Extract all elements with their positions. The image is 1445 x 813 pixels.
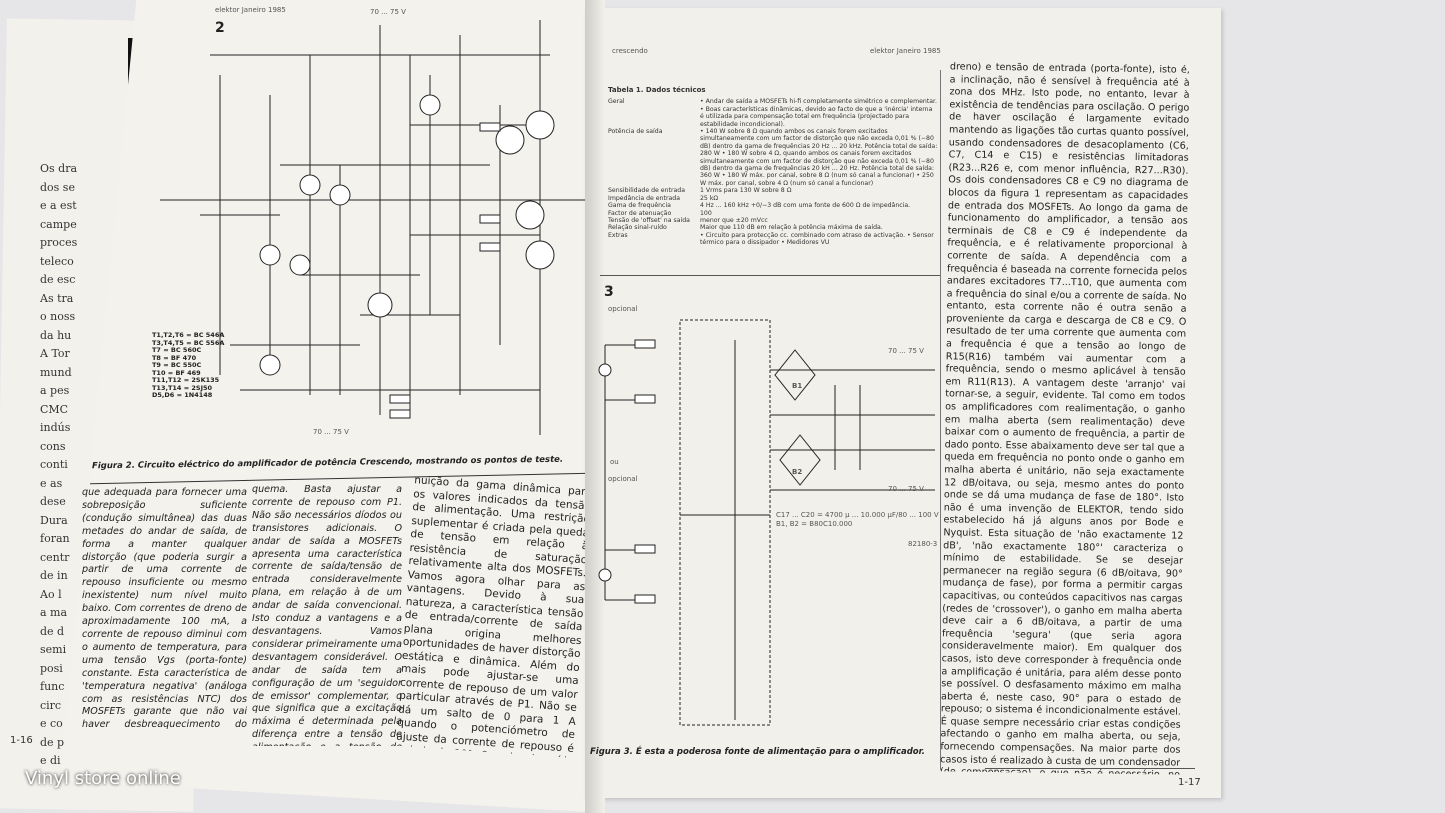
supply-bottom-label: 70 ... 75 V (313, 428, 349, 436)
row-value: • Circuito para protecção cc. combinado … (700, 231, 934, 247)
row-value: 25 kΩ (700, 194, 719, 202)
legend-line: T1,T2,T6 = BC 546A (152, 331, 225, 339)
or-label: ou (610, 458, 619, 466)
figure-3-number: 3 (604, 284, 614, 300)
text-column-3: nuição da gama dinâmica para os valores … (395, 474, 593, 758)
power-supply-schematic (598, 319, 935, 726)
row-label: Geral (608, 98, 625, 106)
right-text-column: dreno) e tensão de entrada (porta-fonte)… (940, 61, 1190, 775)
row-label: Sensibilidade de entrada (608, 187, 686, 195)
table-title: Tabela 1. Dados técnicos (608, 86, 706, 94)
row-value: 1 Vrms para 130 W sobre 8 Ω (700, 187, 792, 195)
table-row: Tensão de 'offset' na saída menor que ±20… (608, 217, 938, 224)
legend-line: T10 = BF 469 (152, 368, 201, 377)
row-label: Impedância de entrada (608, 194, 681, 202)
legend-line: T13,T14 = 2SJ50 (152, 383, 213, 392)
right-header-left: crescendo (612, 47, 648, 55)
table-row: Geral • Andar de saída a MOSFETs hi-fi co… (608, 98, 938, 128)
left-header: elektor Janeiro 1985 (215, 6, 286, 14)
legend-line: T8 = BF 470 (152, 353, 197, 362)
supply-bottom-label: 70 ... 75 V (888, 485, 924, 493)
row-label: Relação sinal-ruído (608, 224, 667, 232)
row-value: 100 (700, 209, 712, 217)
b1-label: B1 (792, 382, 803, 390)
row-value: • 140 W sobre 8 Ω quando ambos os canais… (700, 128, 938, 187)
figure-3-caption: Figura 3. É esta a poderosa fonte de ali… (590, 747, 925, 757)
right-header-right: elektor Janeiro 1985 (870, 47, 941, 55)
capacitor-note: C17 ... C20 = 4700 µ ... 10.000 µF/80 ..… (776, 511, 939, 519)
table-row: Extras • Circuito para protecção cc. comb… (608, 232, 938, 247)
right-page-number: 1-17 (1178, 777, 1201, 788)
text-column-2: quema. Basta ajustar a corrente de repou… (252, 484, 402, 746)
table-row: Factor de atenuação 100 (608, 210, 938, 217)
divider (600, 275, 940, 276)
optional-label-bottom: opcional (608, 475, 638, 483)
row-value: 4 Hz ... 160 kHz +0/−3 dB com uma fonte … (700, 202, 911, 210)
left-page-number: 1-16 (10, 735, 33, 746)
watermark: Vinyl store online (25, 768, 181, 789)
supply-top-label: 70 ... 75 V (888, 347, 924, 355)
amplifier-schematic (160, 20, 590, 435)
legend-line: T3,T4,T5 = BC 556A (152, 338, 225, 347)
row-label: Factor de atenuação (608, 209, 672, 217)
row-label: Extras (608, 231, 628, 239)
row-label: Gama de frequência (608, 202, 671, 210)
right-page (585, 8, 1221, 798)
legend-line: T7 = BC 560C (152, 346, 202, 354)
divider (985, 768, 1195, 769)
table-row: Gama de frequência 4 Hz ... 160 kHz +0/−3… (608, 202, 938, 209)
table-row: Relação sinal-ruído Maior que 110 dB em r… (608, 224, 938, 231)
row-label: Tensão de 'offset' na saída (608, 216, 690, 224)
legend-line: T11,T12 = 2SK135 (152, 376, 220, 384)
legend-line: D5,D6 = 1N4148 (152, 391, 213, 399)
table-row: Potência de saída • 140 W sobre 8 Ω quand… (608, 128, 938, 187)
transistor-legend: T1,T2,T6 = BC 546A T3,T4,T5 = BC 556A T7… (152, 331, 225, 400)
table-row: Impedância de entrada 25 kΩ (608, 195, 938, 202)
table-row: Sensibilidade de entrada 1 Vrms para 130 … (608, 187, 938, 194)
row-value: Maior que 110 dB em relação à potência m… (700, 224, 883, 232)
underlying-page-text: Os dra dos se e a est campe proces telec… (40, 162, 78, 767)
page-gutter (585, 0, 605, 813)
figure-2-number: 2 (215, 20, 225, 36)
technical-data-table: Tabela 1. Dados técnicos Geral • Andar de… (608, 86, 938, 247)
legend-line: T9 = BC 550C (152, 361, 202, 369)
b2-label: B2 (792, 468, 803, 476)
column-divider (940, 70, 941, 770)
row-value: • Andar de saída a MOSFETs hi-fi complet… (700, 98, 937, 128)
row-value: menor que ±20 mVcc (700, 216, 768, 224)
supply-top-label: 70 ... 75 V (370, 8, 406, 16)
bridge-note: B1, B2 = B80C10.000 (776, 520, 853, 528)
text-column-1: que adequada para fornecer uma sobreposi… (82, 487, 247, 731)
optional-label-top: opcional (608, 305, 638, 313)
figure-code: 82180-3 (908, 540, 938, 548)
row-label: Potência de saída (608, 128, 663, 136)
